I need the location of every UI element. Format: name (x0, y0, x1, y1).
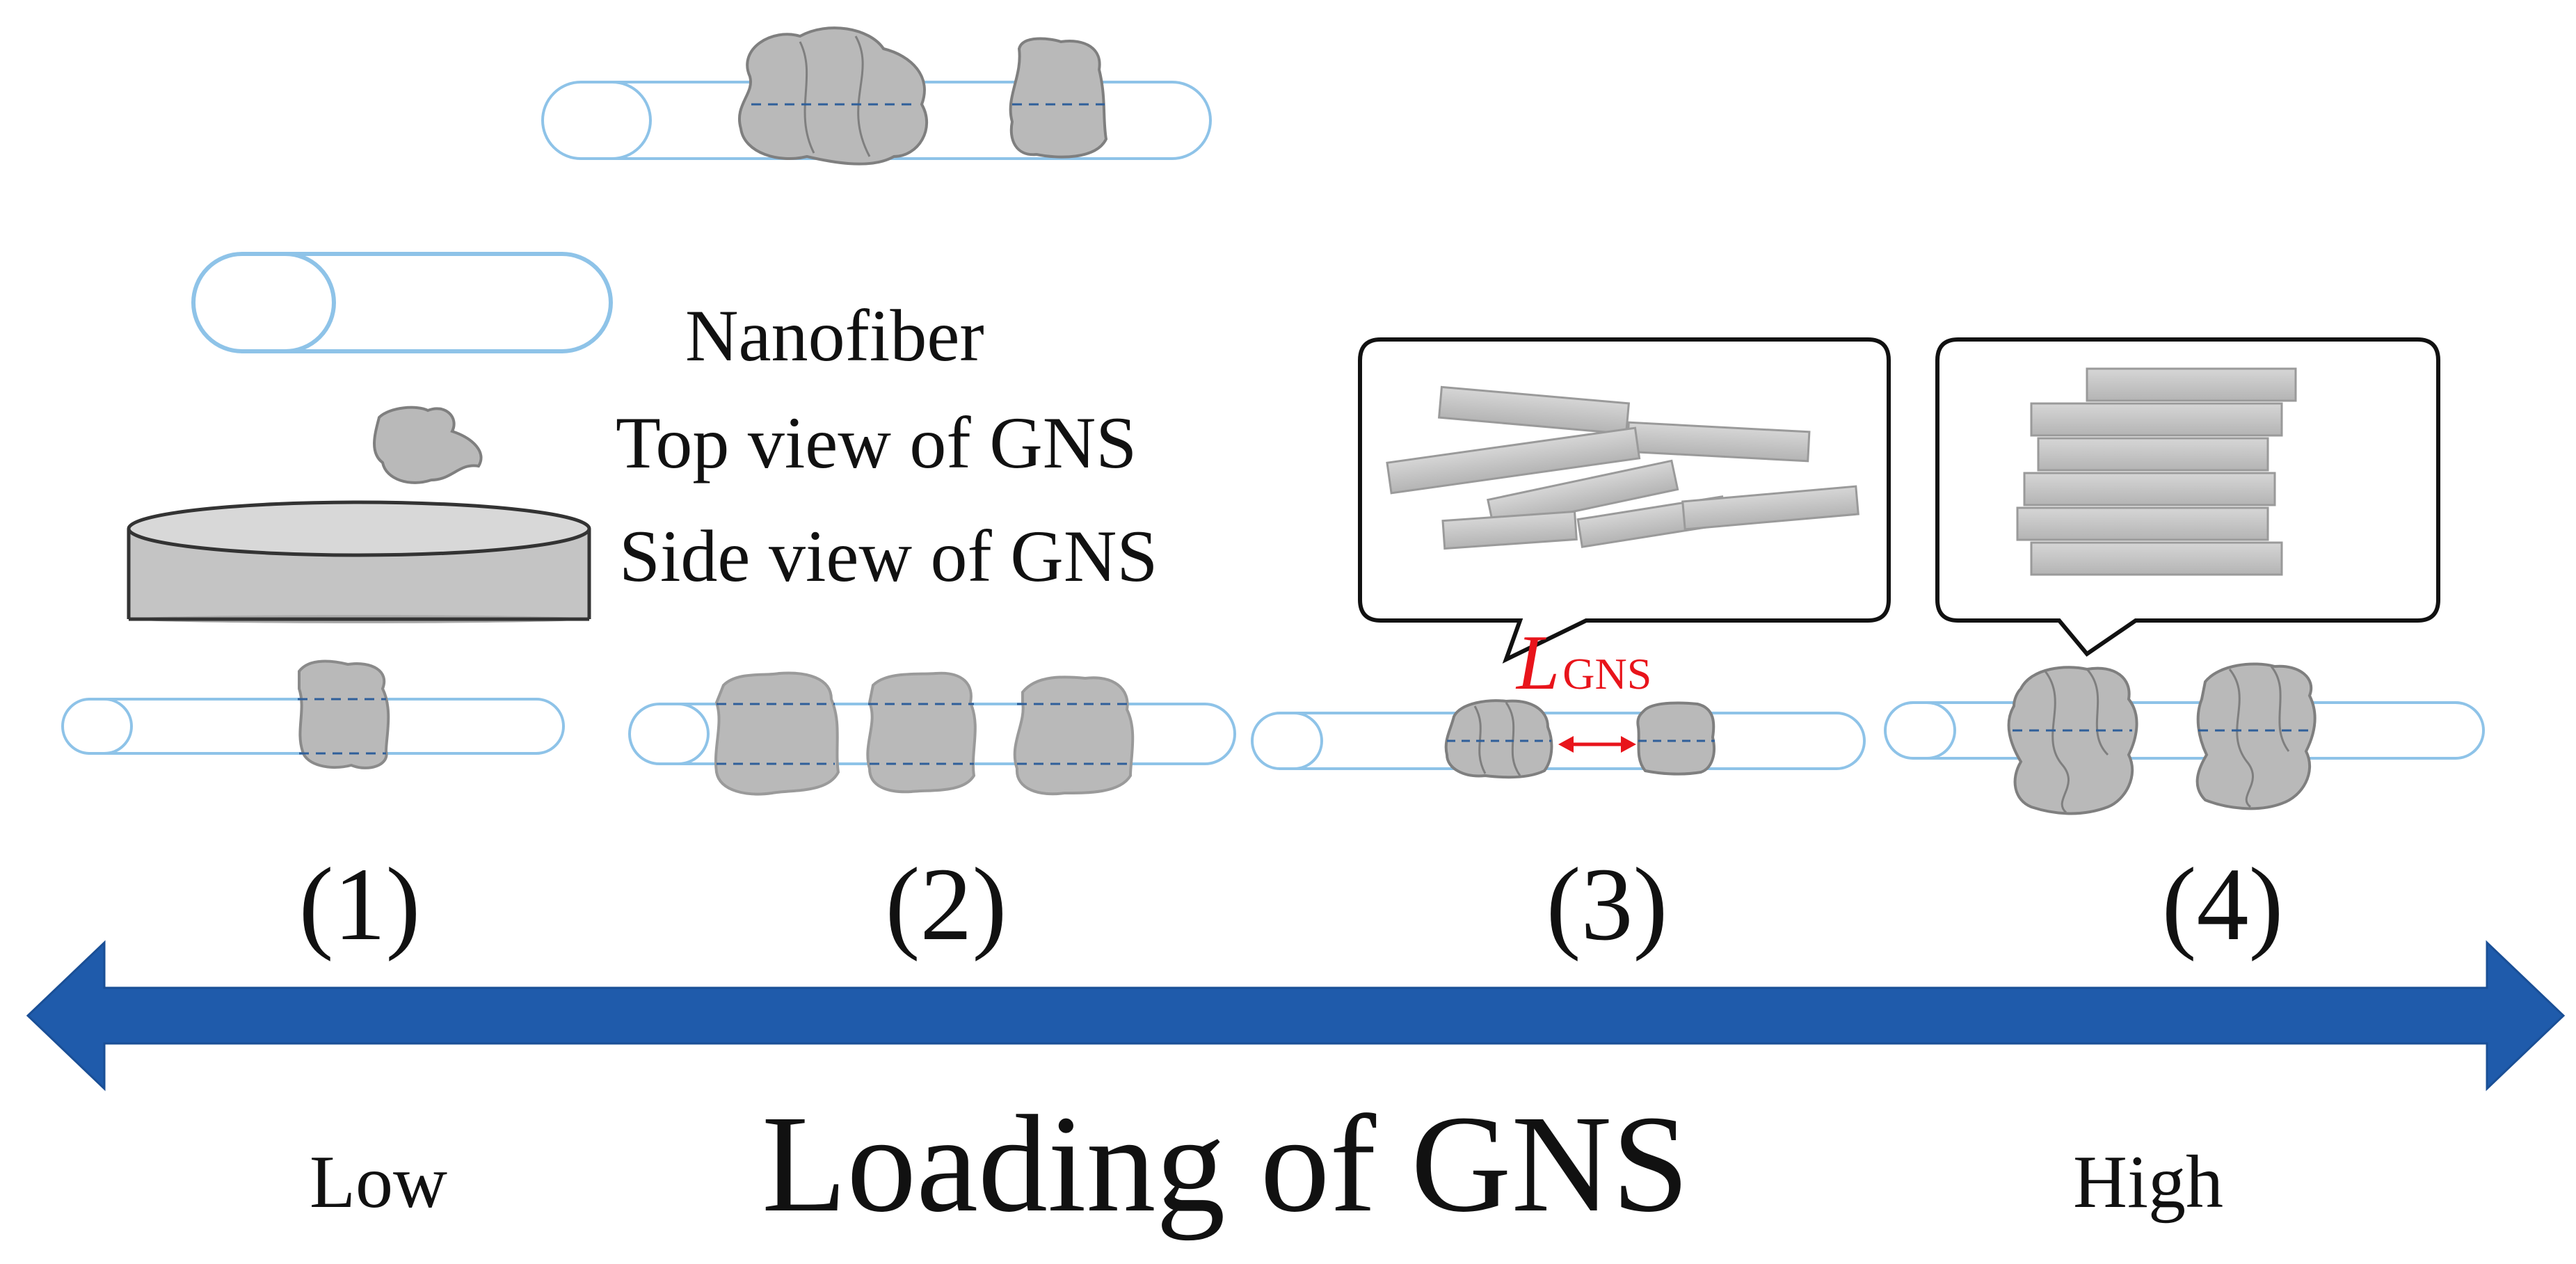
axis-low-label: Low (310, 1141, 447, 1224)
gns-flake (714, 671, 840, 796)
loading-axis-arrow (26, 940, 2566, 1091)
stage-2-label: (2) (886, 847, 1007, 962)
stage-1-fiber (61, 659, 565, 769)
gns-flake-cluster (2195, 662, 2317, 810)
gns-flake (866, 671, 977, 794)
axis-high-label: High (2073, 1141, 2223, 1224)
gns-flake (1636, 701, 1715, 776)
gns-flake (298, 659, 390, 769)
spacing-label-main: L (1515, 620, 1560, 706)
legend-top-view-icon (373, 406, 483, 484)
stage-1-label: (1) (299, 847, 421, 962)
stage-4-label: (4) (2162, 847, 2284, 962)
legend-top-view-label: Top view of GNS (616, 402, 1137, 483)
stage-2-fiber (628, 671, 1236, 796)
gns-flake-cluster (2007, 666, 2138, 815)
stage-4-fiber (1884, 662, 2485, 815)
stacked-gns-sheets (2016, 367, 2297, 576)
stage-3-inset (1358, 337, 1891, 664)
legend-nanofiber-label: Nanofiber (685, 295, 984, 376)
spacing-label-subscript: GNS (1562, 649, 1651, 698)
top-example-fiber (541, 26, 1212, 166)
stage-3-fiber (1251, 699, 1866, 779)
gns-flake (1009, 37, 1108, 159)
gns-flake (1013, 675, 1135, 796)
gns-flake-cluster (738, 26, 929, 166)
spacing-arrow (1558, 736, 1636, 753)
axis-title: Loading of GNS (762, 1087, 1689, 1241)
legend-side-view-label: Side view of GNS (619, 515, 1158, 597)
stacked-gns-sheets (1386, 385, 1859, 550)
stage-4-inset (1935, 337, 2440, 657)
legend-nanofiber-icon (191, 252, 613, 353)
gns-flake-cluster (1444, 699, 1553, 779)
stage-3-label: (3) (1546, 847, 1668, 962)
spacing-label: LGNS (1515, 620, 1651, 706)
legend-side-view-icon (127, 500, 591, 623)
